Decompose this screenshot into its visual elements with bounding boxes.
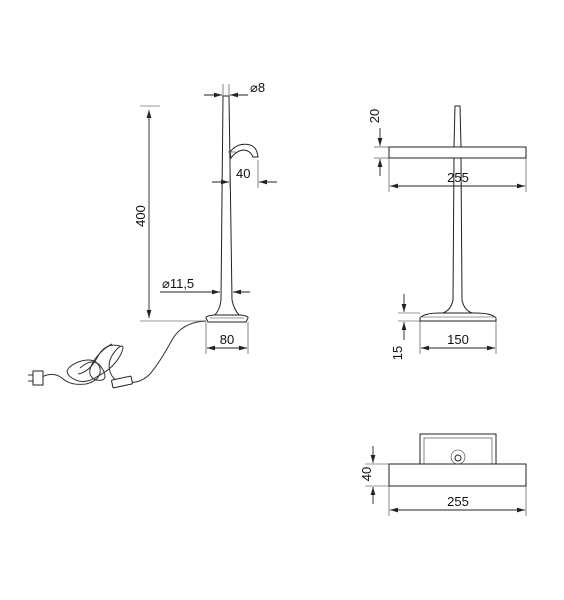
dimension-stem-diameter-label: ⌀8	[250, 80, 265, 95]
front-view-lamp-head	[388, 146, 527, 159]
power-cable	[28, 320, 207, 389]
side-view-stem	[212, 95, 242, 317]
dimension-head-thickness-label: 20	[367, 109, 382, 123]
dimension-top-width-label: 255	[447, 494, 469, 509]
dimension-side-height-label: 400	[133, 205, 148, 227]
dimension-top-depth-label: 40	[359, 467, 374, 481]
dimension-stem-base-diameter-label: ⌀11,5	[162, 276, 194, 291]
front-view: 20 255 15 150	[367, 105, 527, 360]
dimension-stem-diameter: ⌀8	[204, 80, 265, 100]
dimension-base-thickness-label: 15	[390, 346, 405, 360]
cable-switch	[111, 375, 133, 389]
side-view: 400 ⌀8 40 ⌀11,5 80	[28, 80, 277, 389]
dimension-head-depth-label: 40	[236, 166, 250, 181]
dimension-front-head-width-label: 255	[447, 170, 469, 185]
dimension-side-base-width-label: 80	[220, 332, 234, 347]
dimension-head-thickness: 20	[367, 109, 389, 176]
dimension-head-depth: 40	[212, 160, 277, 188]
front-view-stem	[442, 105, 473, 314]
side-view-lamp-head	[228, 143, 259, 160]
top-view-lamp-head	[388, 463, 527, 487]
dimension-top-depth: 40	[359, 446, 389, 504]
dimension-stem-base-diameter: ⌀11,5	[160, 276, 250, 295]
dimension-side-height: 400	[133, 105, 206, 322]
dimension-side-base-width: 80	[205, 322, 249, 354]
dimension-front-base-width: 150	[419, 321, 497, 354]
dimension-top-width: 255	[388, 486, 527, 516]
plug	[28, 370, 44, 386]
top-view: 40 255	[359, 433, 527, 516]
dimension-base-thickness: 15	[390, 294, 420, 360]
dimension-front-base-width-label: 150	[447, 332, 469, 347]
side-view-base	[205, 314, 249, 323]
dimension-front-head-width: 255	[388, 158, 527, 192]
top-view-stem	[450, 449, 466, 465]
